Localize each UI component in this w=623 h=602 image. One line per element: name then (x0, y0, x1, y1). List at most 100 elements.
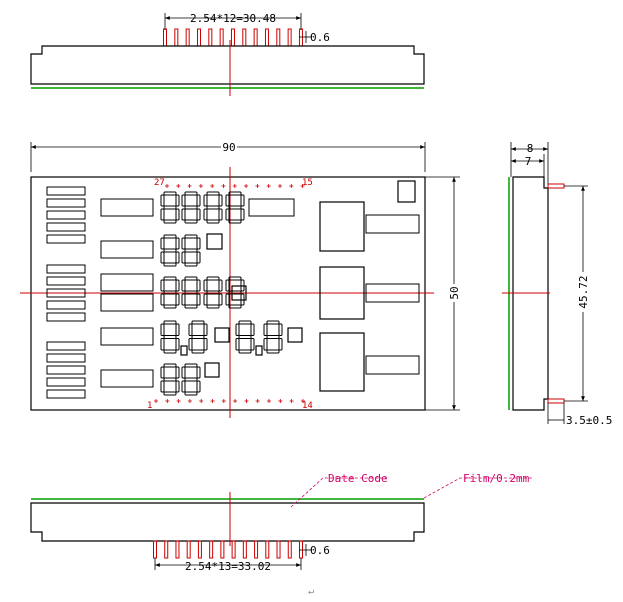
square-icons (180, 180, 416, 378)
bottom-pin (220, 540, 225, 559)
digit-segment (191, 349, 205, 354)
seven-segment-digit (188, 320, 208, 354)
digit-segment (184, 205, 198, 210)
digit-segment (196, 293, 201, 306)
digit-segment (163, 234, 177, 239)
digit-segment (228, 304, 242, 309)
bar-segment (46, 300, 86, 310)
label-box (365, 355, 420, 375)
digit-segment (203, 208, 208, 221)
return-glyph: ↵ (308, 586, 314, 597)
bar-segment (46, 264, 86, 274)
seven-segment-digit (181, 276, 201, 309)
digit-segment (181, 251, 186, 264)
bar-segment (46, 389, 86, 399)
pin-position-marks (154, 184, 305, 403)
label-box (100, 327, 154, 346)
pin-number-1: 1 (147, 401, 152, 411)
bar-segment (46, 234, 86, 244)
digit-segment (196, 380, 201, 393)
pin-number-15: 15 (302, 178, 313, 188)
seven-segment-digit (160, 363, 180, 396)
top-pin (196, 28, 201, 47)
digit-segment (266, 335, 280, 339)
square-icon (287, 327, 303, 343)
digit-segment (240, 194, 245, 207)
seven-segment-digit (181, 363, 201, 396)
digit-segment (266, 320, 280, 325)
seven-segment-digit (160, 320, 180, 354)
digit-segment (203, 338, 208, 351)
digit-segment (203, 194, 208, 207)
digit-segment (206, 290, 220, 295)
top-pitch-label: 2.54*12=30.48 (190, 12, 276, 25)
bottom-pin (153, 540, 157, 559)
side-pin-bottom (547, 398, 565, 404)
digit-segment (163, 391, 177, 396)
digit-segment (240, 279, 245, 292)
square-icon (206, 233, 223, 250)
bottom-pin-width-label: 0.6 (310, 544, 330, 557)
top-pin (264, 28, 269, 47)
top-pin (163, 28, 167, 47)
digit-segment (218, 208, 223, 221)
digit-segment (184, 363, 198, 368)
film-label: Film/0.2mm (463, 472, 530, 485)
top-pin (185, 28, 190, 47)
decimal-point (255, 345, 263, 356)
digit-segment (160, 279, 165, 292)
bar-segment (46, 276, 86, 286)
digit-segment (225, 194, 230, 207)
digit-segment (203, 293, 208, 306)
seven-segment-digit (160, 276, 180, 309)
digit-segment (218, 194, 223, 207)
digit-segment (163, 276, 177, 281)
digit-segment (238, 335, 252, 339)
digit-segment (160, 380, 165, 393)
digit-segment (203, 323, 208, 336)
bottom-view-body (30, 502, 425, 542)
label-box (100, 240, 154, 259)
top-pin (219, 28, 224, 47)
bottom-pin (164, 540, 169, 559)
top-pin (253, 28, 258, 47)
digit-segment (160, 208, 165, 221)
digit-segment (160, 293, 165, 306)
digit-segment (196, 251, 201, 264)
digit-segment (225, 279, 230, 292)
bar-segment (46, 288, 86, 298)
top-view-body (30, 45, 425, 85)
digit-segment (184, 262, 198, 267)
digit-segment (188, 323, 193, 336)
digit-segment (184, 304, 198, 309)
bottom-pin (231, 540, 236, 559)
digit-segment (175, 380, 180, 393)
pin-number-27: 27 (154, 178, 165, 188)
bar-segment-groups (46, 186, 86, 399)
digit-segment (240, 293, 245, 306)
digit-segment (160, 366, 165, 379)
digit-segment (163, 377, 177, 382)
top-pin (298, 28, 303, 47)
front-width-label: 90 (222, 141, 235, 154)
large-block (319, 201, 365, 252)
digit-segment (163, 205, 177, 210)
seven-segment-digit (160, 191, 180, 224)
digit-segment (181, 366, 186, 379)
large-blocks (319, 201, 365, 392)
square-icon (231, 285, 247, 301)
digit-segment (175, 208, 180, 221)
digit-segment (238, 320, 252, 325)
digit-segment (191, 335, 205, 339)
seven-segment-digit (263, 320, 283, 354)
digit-segment (184, 248, 198, 253)
digit-segment (196, 194, 201, 207)
seven-segment-digit (181, 191, 201, 224)
digit-segment (181, 279, 186, 292)
side-view: 8 7 45.72 3.5±0.5 (502, 142, 612, 427)
bottom-pin (265, 540, 270, 559)
date-code-leader (290, 477, 386, 508)
side-inner-thickness-label: 7 (525, 155, 532, 168)
digit-segment (250, 338, 255, 351)
